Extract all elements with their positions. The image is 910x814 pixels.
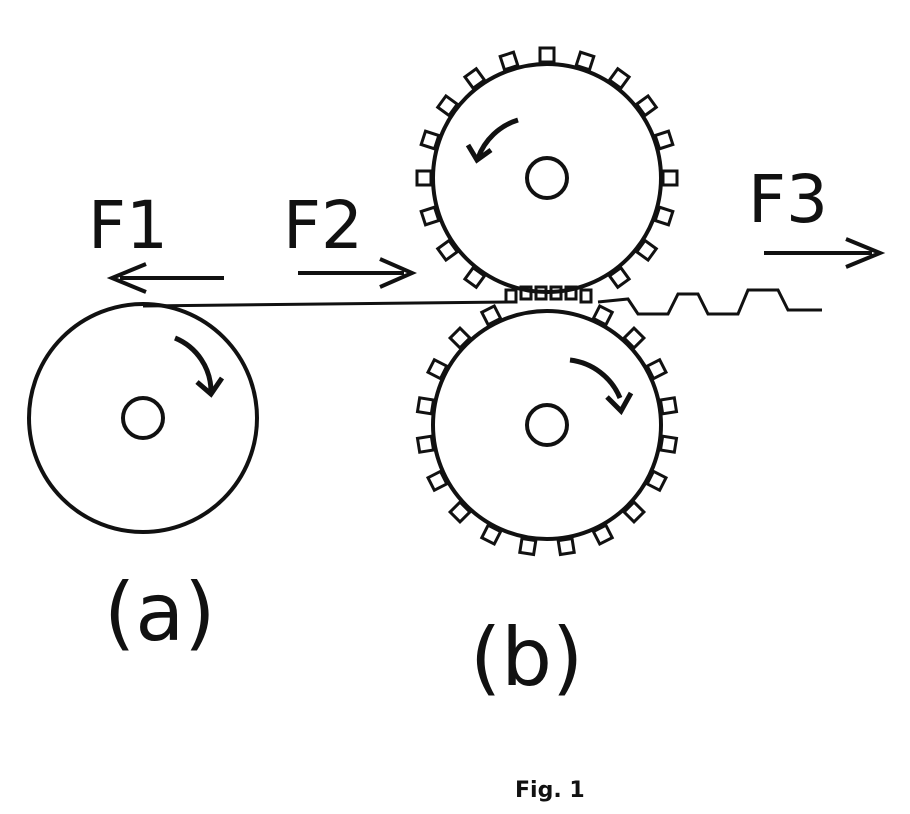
upper-gear-tooth	[576, 52, 594, 70]
lower-gear-rotation-arrow	[570, 360, 631, 411]
upper-gear-tooth	[540, 48, 554, 62]
lower-gear-tooth	[558, 538, 574, 554]
upper-gear-tooth	[421, 131, 439, 149]
lower-gear-body	[433, 311, 661, 539]
upper-gear-tooth	[663, 171, 677, 185]
web-sheet-line	[143, 302, 512, 306]
lower-gear-tooth	[660, 398, 676, 414]
force-f3-label: F3	[748, 161, 828, 238]
roller-b-label: (b)	[470, 611, 583, 704]
lower-gear-tooth	[417, 398, 433, 414]
figure-caption: Fig. 1	[515, 778, 585, 803]
lower-gear-tooth	[520, 538, 536, 554]
roller-a-rotation-arrow	[175, 338, 222, 394]
force-f1-arrow	[112, 264, 224, 292]
upper-gear-tooth	[500, 52, 518, 70]
force-f2-label: F2	[283, 187, 363, 264]
lower-gear-tooth	[417, 436, 433, 452]
upper-gear-rotation-arrow	[468, 120, 518, 160]
force-f3-arrow	[764, 239, 880, 267]
roller-a	[29, 304, 257, 532]
upper-gear-tooth	[655, 207, 673, 225]
force-f1-label: F1	[88, 187, 168, 264]
corrugated-output	[598, 290, 822, 314]
upper-gear-tooth	[417, 171, 431, 185]
lower-gear-roller	[417, 306, 676, 555]
lower-gear-tooth	[660, 436, 676, 452]
roller-a-body	[29, 304, 257, 532]
upper-gear-hub	[527, 158, 567, 198]
lower-gear-hub	[527, 405, 567, 445]
roller-a-hub	[123, 398, 163, 438]
roller-a-label: (a)	[104, 566, 215, 659]
upper-gear-tooth	[421, 207, 439, 225]
upper-gear-tooth	[655, 131, 673, 149]
upper-gear-body	[433, 64, 661, 292]
upper-gear-roller	[417, 48, 677, 292]
